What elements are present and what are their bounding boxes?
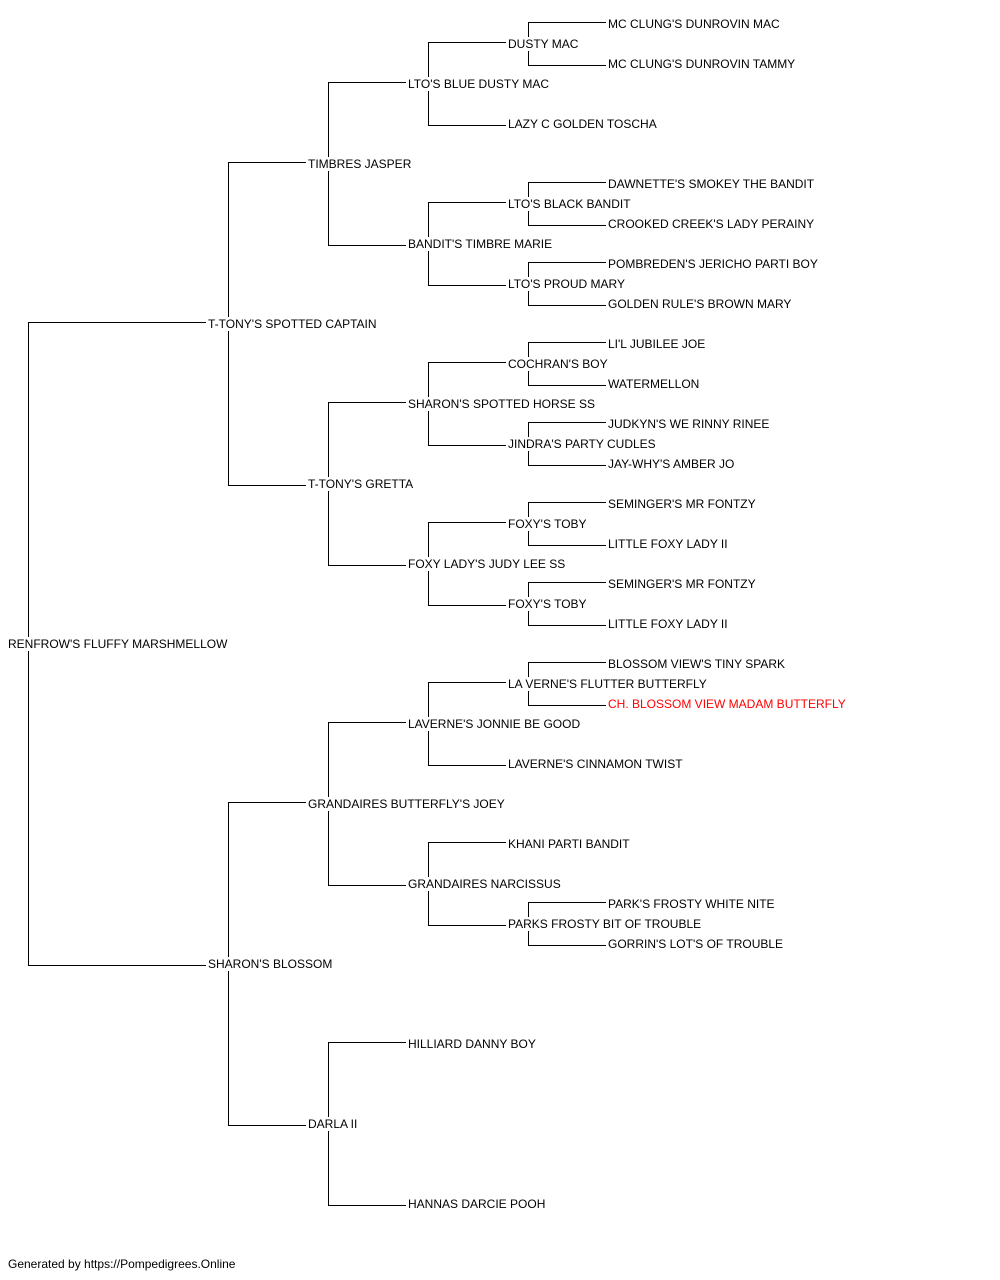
dam-dam-name: DARLA II [308,1117,360,1131]
ancestor-name: JUDKYN'S WE RINNY RINEE [608,417,772,431]
ancestor-name: HANNAS DARCIE POOH [408,1197,548,1211]
ancestor-name: COCHRAN'S BOY [508,357,610,371]
ancestor-name: BANDIT'S TIMBRE MARIE [408,237,555,251]
sire-dam-name: T-TONY'S GRETTA [308,477,416,491]
ancestor-name: LAZY C GOLDEN TOSCHA [508,117,659,131]
ancestor-name: GORRIN'S LOT'S OF TROUBLE [608,937,786,951]
ancestor-name: FOXY'S TOBY [508,517,589,531]
ancestor-name: FOXY'S TOBY [508,597,589,611]
ancestor-name: SEMINGER'S MR FONTZY [608,497,758,511]
dam-name: SHARON'S BLOSSOM [208,957,335,971]
ancestor-name: LI'L JUBILEE JOE [608,337,708,351]
ancestor-name: LITTLE FOXY LADY II [608,617,730,631]
ancestor-name: LTO'S BLACK BANDIT [508,197,633,211]
ancestor-name: LTO'S PROUD MARY [508,277,627,291]
ancestor-name: SHARON'S SPOTTED HORSE SS [408,397,597,411]
sire-name: T-TONY'S SPOTTED CAPTAIN [208,317,379,331]
champion-ancestor-name: CH. BLOSSOM VIEW MADAM BUTTERFLY [608,697,848,711]
ancestor-name: FOXY LADY'S JUDY LEE SS [408,557,568,571]
ancestor-name: JAY-WHY'S AMBER JO [608,457,737,471]
root-dog-name: RENFROW'S FLUFFY MARSHMELLOW [8,637,230,651]
ancestor-name: DAWNETTE'S SMOKEY THE BANDIT [608,177,817,191]
ancestor-name: KHANI PARTI BANDIT [508,837,632,851]
ancestor-name: LTO'S BLUE DUSTY MAC [408,77,551,91]
ancestor-name: MC CLUNG'S DUNROVIN MAC [608,17,782,31]
ancestor-name: DUSTY MAC [508,37,581,51]
ancestor-name: GOLDEN RULE'S BROWN MARY [608,297,794,311]
ancestor-name: PARKS FROSTY BIT OF TROUBLE [508,917,704,931]
ancestor-name: LAVERNE'S CINNAMON TWIST [508,757,685,771]
ancestor-name: POMBREDEN'S JERICHO PARTI BOY [608,257,820,271]
ancestor-name: MC CLUNG'S DUNROVIN TAMMY [608,57,798,71]
sire-sire-name: TIMBRES JASPER [308,157,414,171]
ancestor-name: LAVERNE'S JONNIE BE GOOD [408,717,583,731]
ancestor-name: GRANDAIRES NARCISSUS [408,877,563,891]
dam-sire-name: GRANDAIRES BUTTERFLY'S JOEY [308,797,507,811]
ancestor-name: WATERMELLON [608,377,702,391]
generator-credit: Generated by https://Pompedigrees.Online [8,1257,236,1271]
ancestor-name: LITTLE FOXY LADY II [608,537,730,551]
ancestor-name: JINDRA'S PARTY CUDLES [508,437,658,451]
ancestor-name: LA VERNE'S FLUTTER BUTTERFLY [508,677,709,691]
ancestor-name: SEMINGER'S MR FONTZY [608,577,758,591]
ancestor-name: PARK'S FROSTY WHITE NITE [608,897,777,911]
ancestor-name: BLOSSOM VIEW'S TINY SPARK [608,657,788,671]
ancestor-name: HILLIARD DANNY BOY [408,1037,538,1051]
ancestor-name: CROOKED CREEK'S LADY PERAINY [608,217,817,231]
